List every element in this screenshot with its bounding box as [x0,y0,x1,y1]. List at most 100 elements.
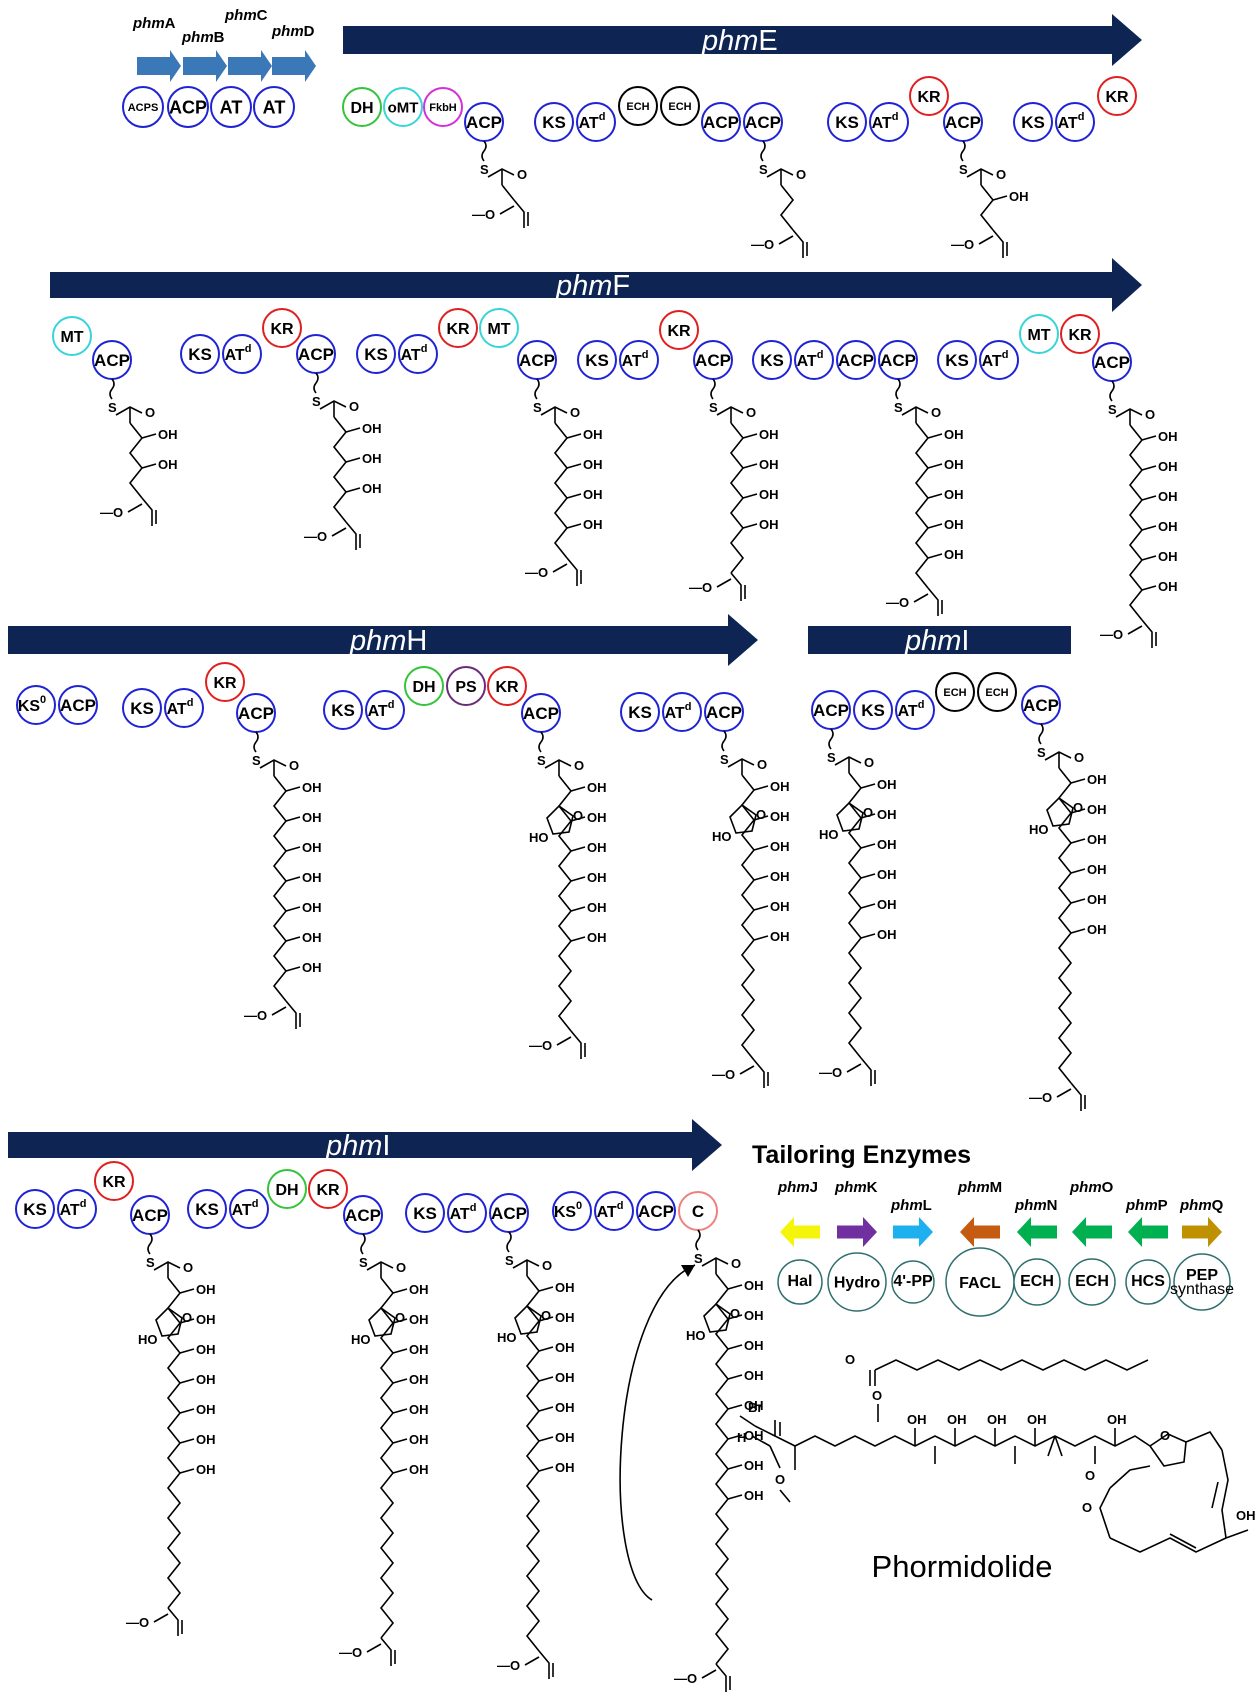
svg-text:OH: OH [362,421,382,436]
domain-acp: ACP [58,685,98,725]
svg-text:O: O [395,1310,405,1325]
svg-text:ATd: ATd [167,697,194,718]
svg-text:O: O [775,1472,785,1487]
svg-text:OH: OH [583,427,603,442]
svg-text:KS: KS [364,345,388,364]
domain-at: ATd [979,340,1019,380]
svg-text:S: S [480,162,489,177]
svg-text:HO: HO [138,1332,158,1347]
domain-at: ATd [222,334,262,374]
svg-text:O: O [183,1260,193,1275]
svg-text:ACP: ACP [523,704,559,723]
svg-text:OH: OH [555,1400,575,1415]
svg-text:DH: DH [275,1182,298,1199]
svg-text:—O: —O [712,1067,735,1082]
svg-text:—O: —O [951,237,974,252]
svg-text:—O: —O [886,595,909,610]
domain-ks: KS [323,690,363,730]
svg-text:KR: KR [495,679,519,696]
svg-text:O: O [863,805,873,820]
module-label-phmI-upper: phmI [904,625,969,657]
svg-text:O: O [756,807,766,822]
svg-text:OH: OH [196,1282,216,1297]
gene-arrow [1072,1217,1112,1247]
domain-acp: ACP [704,692,744,732]
tailoring-title: Tailoring Enzymes [752,1141,971,1169]
domain-acp: ACP [1092,342,1132,382]
gene-arrow [1017,1217,1057,1247]
svg-text:OH: OH [770,899,790,914]
domain-ks: KS [405,1193,445,1233]
svg-text:KS: KS [542,113,566,132]
svg-text:OH: OH [1158,579,1178,594]
svg-text:OH: OH [759,487,779,502]
svg-text:ATd: ATd [225,343,252,364]
gene-label: phmL [890,1197,932,1214]
svg-text:oMT: oMT [388,99,419,116]
svg-text:KR: KR [102,1174,126,1191]
domain-ks: KS [827,102,867,142]
module-label-phmH: phmH [349,625,427,657]
domain-ks: KS [853,690,893,730]
svg-text:HO: HO [1029,822,1049,837]
domain-acp: ACP [236,693,276,733]
svg-text:OH: OH [583,457,603,472]
svg-text:HO: HO [712,829,732,844]
domain-acp: ACP [836,340,876,380]
svg-text:OH: OH [744,1398,764,1413]
svg-text:OH: OH [1158,459,1178,474]
domain-acp: ACP [701,102,741,142]
svg-text:OH: OH [587,870,607,885]
svg-text:S: S [720,752,729,767]
svg-text:ACP: ACP [298,345,334,364]
domain-mt: MT [1019,314,1059,354]
svg-text:S: S [709,400,718,415]
svg-text:S: S [359,1255,368,1270]
svg-text:KS: KS [628,703,652,722]
gene-arrow [1128,1217,1168,1247]
svg-text:OH: OH [1236,1508,1256,1523]
enzyme-label: ECH [1020,1273,1054,1290]
svg-text:OH: OH [1158,549,1178,564]
svg-text:KR: KR [316,1182,340,1199]
domain-dh: DH [267,1169,307,1209]
gene-label: phmK [834,1179,878,1196]
svg-text:ATd: ATd [622,349,649,370]
gene-arrow-phmB [183,50,227,82]
svg-text:—O: —O [674,1671,697,1686]
domain-at: ATd [164,688,204,728]
domain-kr: KR [308,1169,348,1209]
svg-text:O: O [182,1310,192,1325]
svg-text:O: O [796,167,806,182]
svg-text:—O: —O [126,1615,149,1630]
svg-text:OH: OH [1009,189,1029,204]
domain-acp: ACP [167,86,209,128]
product-name: Phormidolide [872,1549,1053,1584]
enzyme-label: Hydro [834,1274,880,1291]
svg-text:KR: KR [667,323,691,340]
svg-text:OH: OH [759,427,779,442]
svg-text:OH: OH [944,517,964,532]
domain-ks: KS [620,692,660,732]
svg-text:OH: OH [770,779,790,794]
svg-text:ACP: ACP [638,1202,674,1221]
gene-label-phmA: phmA [132,15,176,32]
svg-text:S: S [827,750,836,765]
svg-text:OH: OH [744,1278,764,1293]
svg-text:OH: OH [587,930,607,945]
gene-label: phmP [1125,1197,1168,1214]
tailoring-gene-phmK: phmK Hydro [827,1179,887,1312]
svg-text:ACP: ACP [880,351,916,370]
svg-text:OH: OH [770,809,790,824]
domain-kr: KR [438,308,478,348]
svg-text:OH: OH [302,900,322,915]
cyclization-arrowhead [681,1265,695,1277]
enzyme-label: Hal [788,1273,813,1290]
svg-text:O: O [1082,1500,1092,1515]
